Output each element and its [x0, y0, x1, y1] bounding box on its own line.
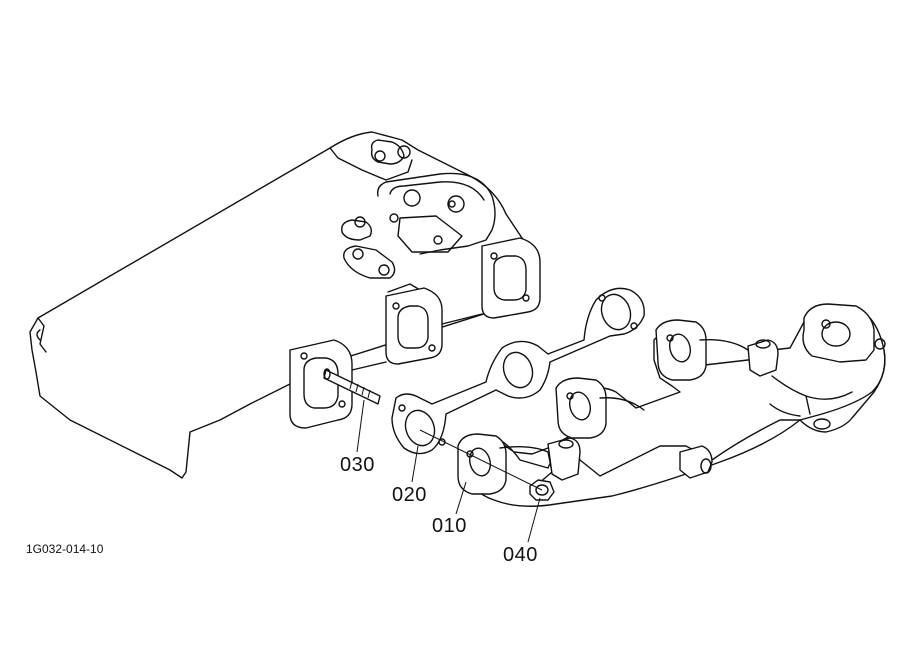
callout-020: 020: [392, 484, 427, 506]
leader-lines: [356, 399, 543, 543]
exhaust-manifold-010: [457, 303, 886, 507]
gasket-020: [391, 287, 645, 455]
callout-040: 040: [503, 544, 538, 566]
callout-010: 010: [432, 515, 467, 537]
stud-030: [323, 368, 381, 405]
cylinder-head: [29, 131, 541, 479]
figure-id: 1G032-014-10: [26, 542, 104, 556]
callout-030: 030: [340, 454, 375, 476]
